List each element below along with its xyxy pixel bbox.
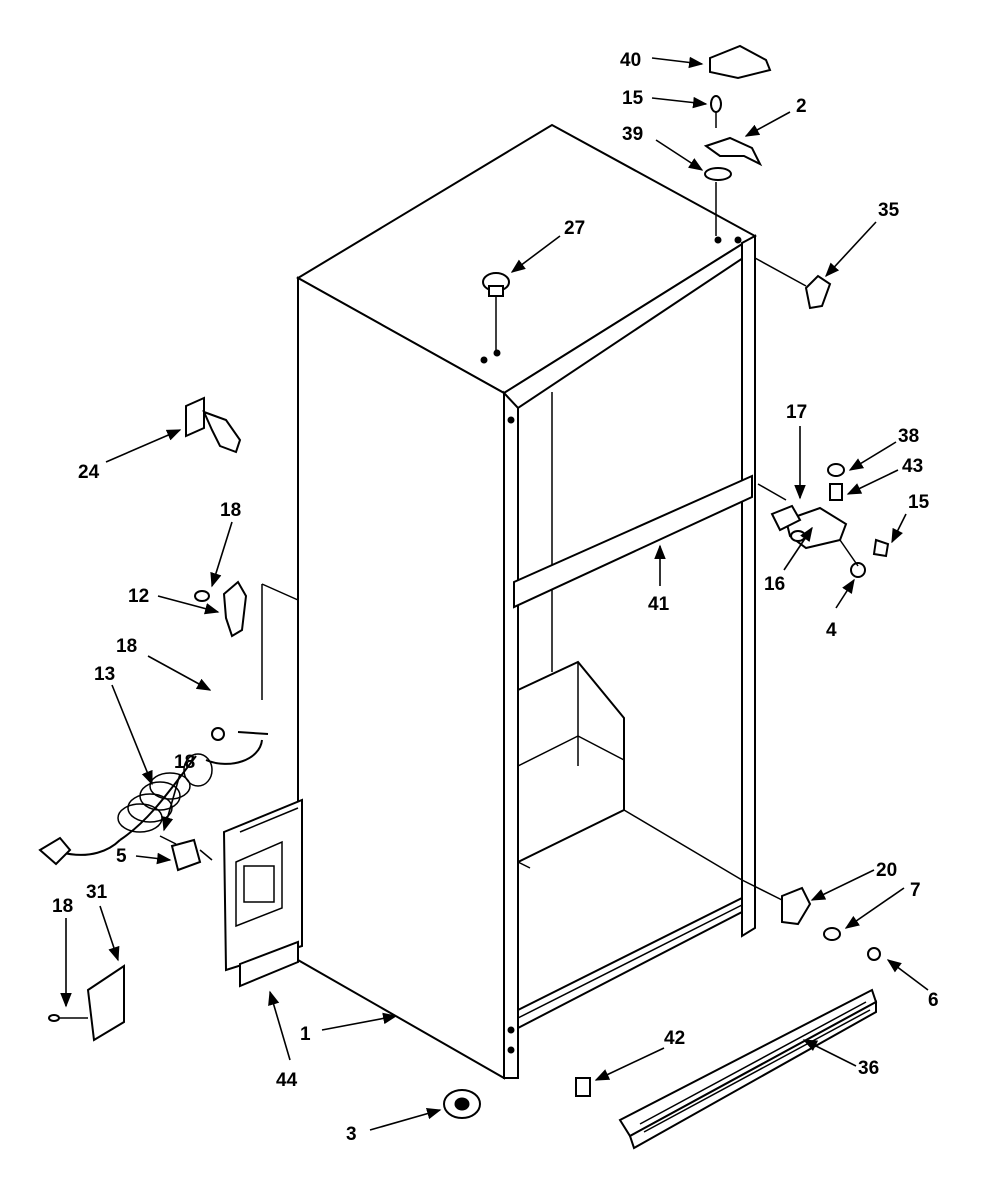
callout-18-a: 18: [220, 500, 241, 521]
callout-40: 40: [620, 50, 641, 71]
callout-6: 6: [928, 990, 939, 1011]
machine-compartment: [517, 660, 625, 864]
callout-42: 42: [664, 1028, 685, 1049]
callout-43: 43: [902, 456, 923, 477]
callout-13: 13: [94, 664, 115, 685]
callout-31: 31: [86, 882, 108, 903]
callout-24: 24: [78, 462, 100, 483]
hinge-cap: [754, 257, 832, 310]
callout-15-right: 15: [908, 492, 930, 513]
power-cord: [38, 727, 269, 866]
bottom-hinge-20: [741, 879, 812, 926]
clip-42: [575, 1077, 591, 1097]
callout-18-c: 18: [174, 752, 195, 773]
callout-17: 17: [786, 402, 807, 423]
cabinet: [296, 123, 757, 1080]
callout-35: 35: [878, 200, 900, 221]
callout-12: 12: [128, 586, 149, 607]
center-hinge-assembly: [757, 463, 890, 578]
screw-6: [867, 947, 881, 961]
hinge-shim: [704, 167, 732, 236]
callout-27: 27: [564, 218, 585, 239]
toe-grille-36: [618, 988, 878, 1150]
callout-15-top: 15: [622, 88, 644, 109]
plug-button: [482, 272, 510, 352]
callout-38: 38: [898, 426, 919, 447]
callout-labels: 40 15 2 39 35 27 17 38 43 15 16 4 41 24 …: [52, 50, 939, 1145]
clamp-12: [194, 580, 248, 638]
callout-44: 44: [276, 1070, 298, 1091]
rear-panel-44: [222, 798, 303, 988]
callout-3: 3: [346, 1124, 357, 1145]
callout-7: 7: [910, 880, 921, 901]
callout-5: 5: [116, 846, 127, 867]
callout-16: 16: [764, 574, 785, 595]
access-cover-31: [48, 964, 125, 1042]
top-hinge: [703, 136, 763, 167]
top-hinge-cover: [709, 44, 772, 80]
callout-18-b: 18: [116, 636, 137, 657]
hinge-screw-top: [710, 95, 722, 128]
callout-39: 39: [622, 124, 643, 145]
leader-lines: [60, 56, 929, 1131]
callout-20: 20: [876, 860, 897, 881]
cord-bracket-5: [159, 835, 213, 872]
roller-3: [443, 1089, 481, 1119]
callout-4: 4: [826, 620, 837, 641]
mullion: [513, 474, 753, 609]
washer-7: [823, 927, 841, 941]
wire-clip-24: [185, 396, 242, 454]
callout-18-d: 18: [52, 896, 73, 917]
callout-41: 41: [648, 594, 670, 615]
callout-2: 2: [796, 96, 807, 117]
callout-36: 36: [858, 1058, 879, 1079]
callout-1: 1: [300, 1024, 311, 1045]
